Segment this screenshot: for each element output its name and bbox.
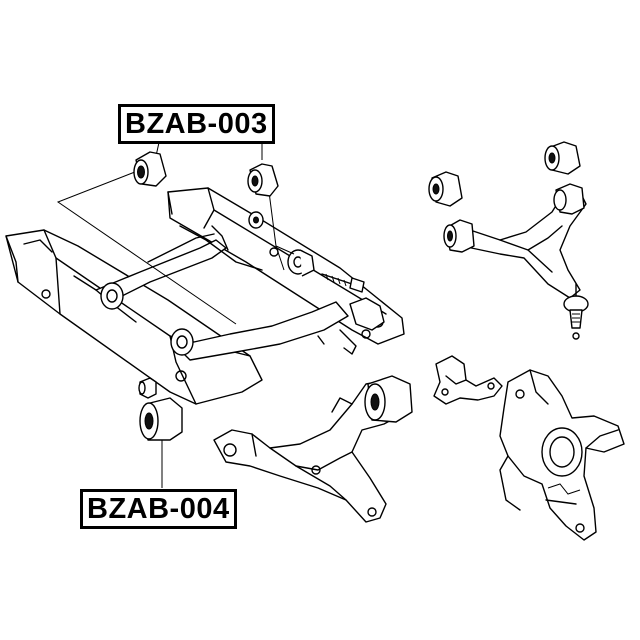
bushing-003-left — [133, 151, 167, 187]
part-label-bzab-003: BZAB-003 — [118, 104, 275, 144]
mounting-bracket — [433, 355, 503, 405]
lower-control-arm — [213, 375, 413, 523]
upper-control-arm — [428, 141, 589, 340]
subframe — [5, 187, 405, 405]
small-bushing — [138, 377, 157, 399]
part-label-bzab-004: BZAB-004 — [80, 489, 237, 529]
bushing-003-right — [247, 163, 279, 197]
bushing-004 — [139, 397, 183, 441]
steering-knuckle — [499, 369, 625, 541]
